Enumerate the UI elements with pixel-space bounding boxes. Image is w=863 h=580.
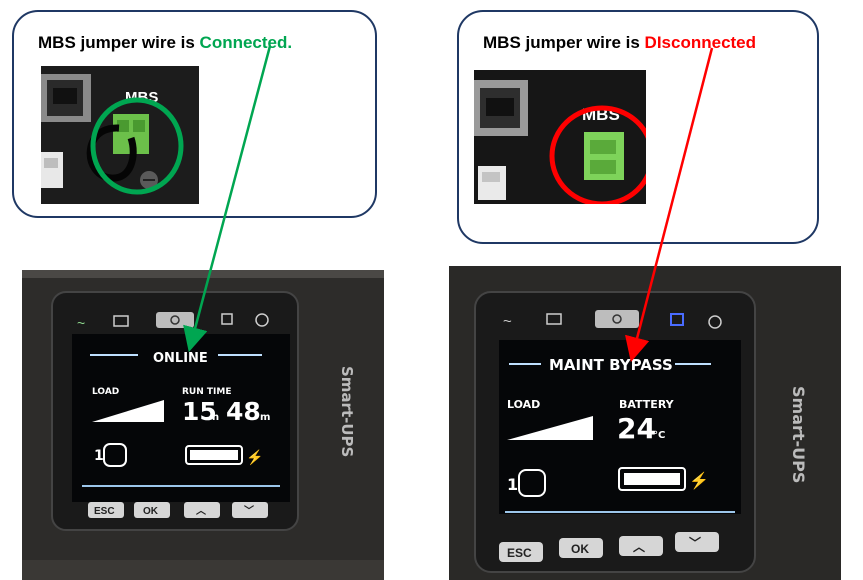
right-outlet-group-number: 1 bbox=[507, 475, 518, 494]
left-power-icon bbox=[170, 315, 180, 325]
right-callout-prefix: MBS jumper wire is bbox=[483, 33, 645, 52]
left-esc-label: ESC bbox=[94, 506, 115, 517]
left-ok-label: OK bbox=[143, 506, 159, 517]
left-brand-label: Smart-UPS bbox=[338, 366, 356, 457]
left-charging-icon: ⚡ bbox=[246, 449, 263, 466]
left-callout-prefix: MBS jumper wire is bbox=[38, 33, 200, 52]
right-down-key[interactable] bbox=[675, 532, 719, 552]
right-mbs-photo: MBS bbox=[474, 70, 646, 204]
right-battery-label: BATTERY bbox=[619, 398, 675, 411]
left-up-key[interactable] bbox=[184, 502, 220, 518]
right-load-label: LOAD bbox=[507, 398, 540, 411]
right-ups-panel: ~ MAINT BYPASS LOAD BATTERY 24 °C 1 ⚡ ES… bbox=[449, 266, 841, 580]
left-load-bar-icon bbox=[92, 400, 164, 422]
left-ac-icon: ~ bbox=[77, 315, 85, 331]
left-callout-text: MBS jumper wire is Connected. bbox=[38, 33, 292, 53]
right-brand-label: Smart-UPS bbox=[789, 386, 808, 483]
right-battery-temp: 24 bbox=[617, 412, 656, 445]
right-outlet-icon bbox=[518, 469, 546, 497]
right-mbs-port-image: MBS bbox=[474, 70, 646, 204]
left-runtime-minutes-unit: m bbox=[260, 412, 270, 423]
left-runtime-hours-unit: h bbox=[212, 412, 219, 423]
right-callout-text: MBS jumper wire is DIsconnected bbox=[483, 33, 756, 53]
right-callout-status: DIsconnected bbox=[644, 33, 757, 52]
left-battery-status-icon bbox=[113, 315, 129, 327]
left-runtime-label: RUN TIME bbox=[182, 387, 232, 397]
right-ok-label: OK bbox=[571, 542, 589, 556]
right-down-icon: ﹀ bbox=[689, 536, 701, 550]
left-runtime-minutes: 48 bbox=[226, 397, 261, 426]
right-up-icon: ︿ bbox=[633, 540, 645, 554]
left-ups-panel: ~ ONLINE LOAD RUN TIME 15 h 48 m 1 ⚡ ESC… bbox=[22, 270, 384, 580]
left-down-key[interactable] bbox=[232, 502, 268, 518]
right-power-icon bbox=[612, 314, 622, 324]
left-mbs-port-image: MBS bbox=[41, 66, 199, 204]
left-runtime-hours: 15 bbox=[182, 397, 217, 426]
right-esc-label: ESC bbox=[507, 546, 532, 560]
left-mode-label: ONLINE bbox=[153, 351, 208, 366]
right-up-key[interactable] bbox=[619, 536, 663, 556]
right-mode-label: MAINT BYPASS bbox=[549, 356, 673, 374]
left-outlet-group-number: 1 bbox=[94, 448, 104, 464]
left-power-key[interactable] bbox=[156, 312, 194, 328]
right-charging-icon: ⚡ bbox=[689, 471, 709, 490]
left-down-icon: ﹀ bbox=[244, 505, 254, 517]
right-esc-key[interactable] bbox=[499, 542, 543, 562]
left-load-label: LOAD bbox=[92, 387, 119, 397]
left-outlet-icon bbox=[103, 443, 127, 467]
right-load-bar-icon bbox=[507, 416, 593, 440]
left-ok-key[interactable] bbox=[134, 502, 170, 518]
left-battery-icon bbox=[185, 445, 243, 465]
right-battery-temp-unit: °C bbox=[653, 430, 665, 441]
left-callout-status: Connected. bbox=[199, 33, 293, 52]
left-up-icon: ︿ bbox=[196, 506, 206, 517]
left-mbs-photo: MBS bbox=[41, 66, 199, 204]
right-ok-key[interactable] bbox=[559, 538, 603, 558]
right-power-key[interactable] bbox=[595, 310, 639, 328]
left-esc-key[interactable] bbox=[88, 502, 124, 518]
right-battery-status-icon bbox=[546, 313, 562, 325]
right-ac-icon: ~ bbox=[503, 313, 512, 330]
right-battery-icon bbox=[618, 467, 686, 491]
